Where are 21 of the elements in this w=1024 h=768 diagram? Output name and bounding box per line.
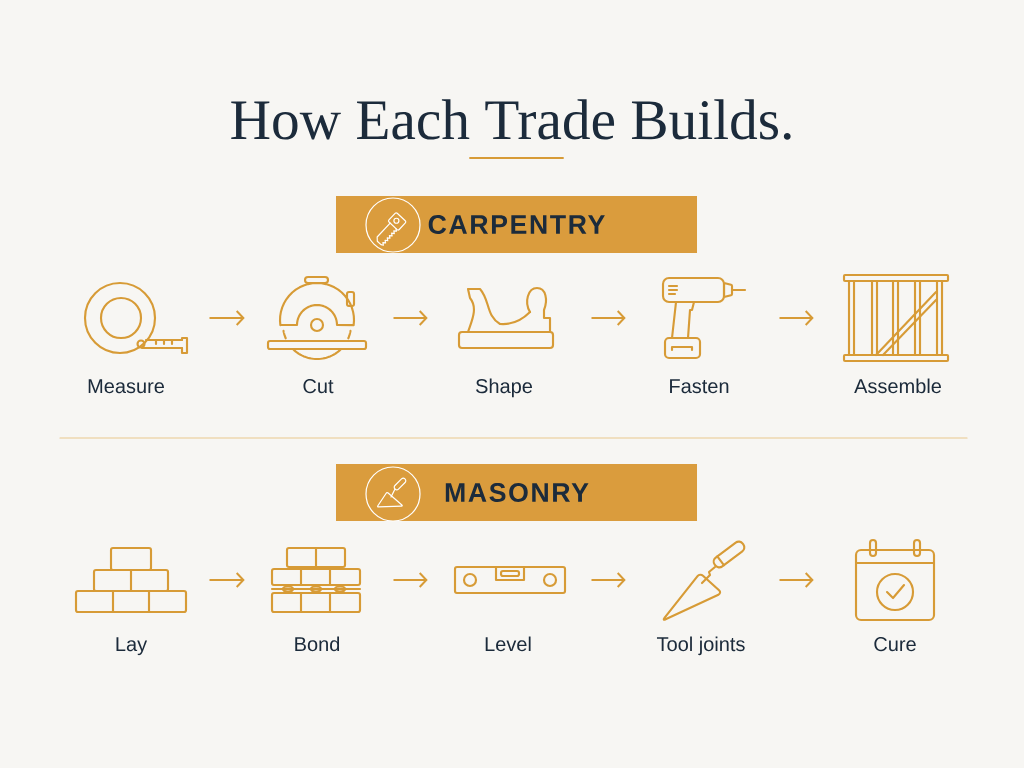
title: How Each Trade Builds. xyxy=(231,99,791,140)
section-banner: CARPENTRY xyxy=(336,196,697,253)
step-label: Cure xyxy=(874,637,916,652)
step-label: Level xyxy=(485,636,531,652)
arrow xyxy=(591,572,626,588)
step-label: Assemble xyxy=(854,378,941,394)
arrow xyxy=(393,572,428,588)
step-label: Measure xyxy=(88,379,164,394)
step-label: Cut xyxy=(303,379,334,394)
step-label: Bond xyxy=(295,636,340,652)
step-label: Tool joints xyxy=(657,636,745,656)
arrow xyxy=(209,572,245,588)
step-label: Fasten xyxy=(670,379,729,394)
step-label: Lay xyxy=(116,637,148,656)
arrow xyxy=(779,310,814,326)
step-label: Shape xyxy=(476,378,532,398)
arrow xyxy=(779,572,814,588)
section-banner: MASONRY xyxy=(336,464,697,521)
arrow xyxy=(209,310,245,326)
arrow xyxy=(591,310,626,326)
arrow xyxy=(393,310,428,326)
